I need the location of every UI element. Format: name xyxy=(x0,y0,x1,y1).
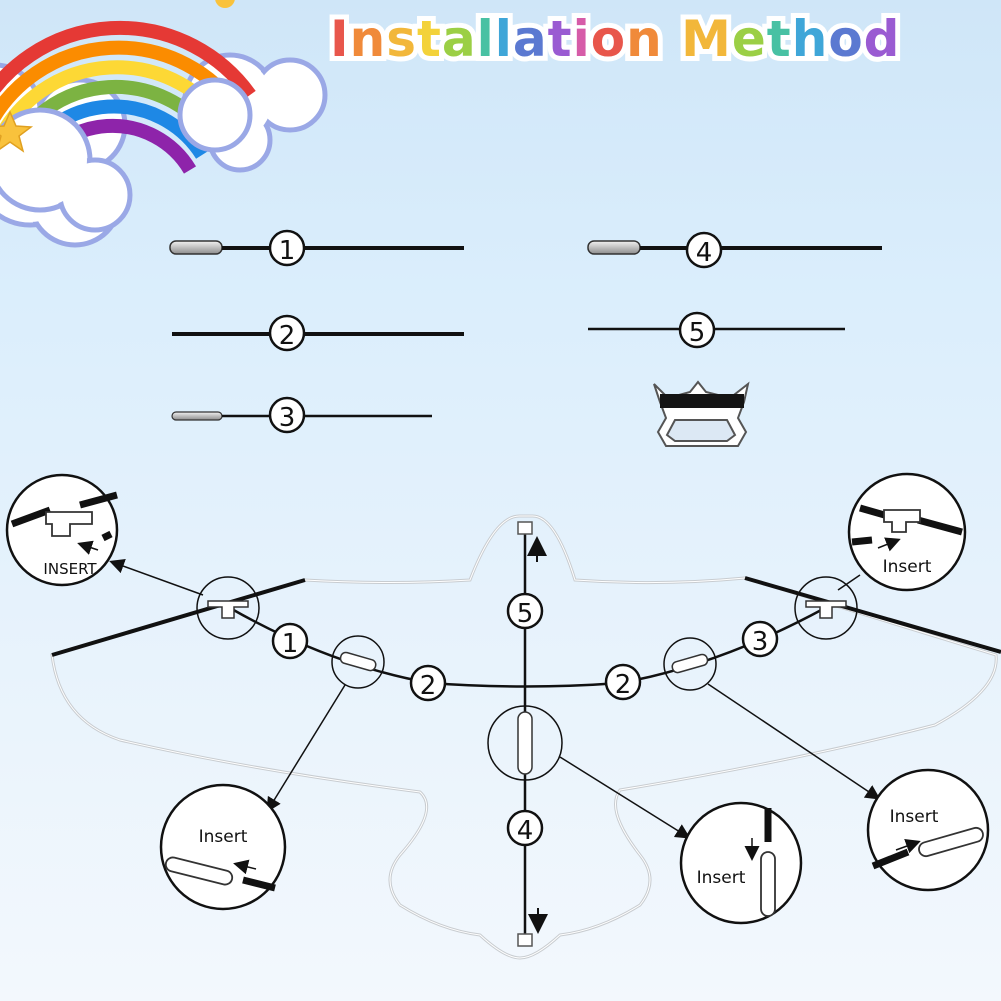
title-letter: l xyxy=(476,10,495,68)
title-letter: d xyxy=(863,10,901,68)
diagram-number-2-left: 2 xyxy=(409,664,447,702)
title-letter xyxy=(663,10,681,68)
callout-bottom-center: Insert xyxy=(679,801,803,925)
title-letter: n xyxy=(349,10,387,68)
pointer-arrow-bottom-center xyxy=(559,756,691,839)
pointer-arrow-bottom-right xyxy=(707,683,881,800)
page-title-text: Installation Method xyxy=(330,10,900,68)
page-title-outline: Installation Method xyxy=(325,5,904,73)
svg-text:4: 4 xyxy=(517,816,534,846)
title-letter: e xyxy=(731,10,767,68)
rod-1: 1 xyxy=(169,229,464,267)
diagram-number-4: 4 xyxy=(506,809,544,847)
title-letter: a xyxy=(512,10,548,68)
connector-mid-left xyxy=(331,635,385,689)
callout-bottom-right: Insert xyxy=(866,768,990,892)
connector-center xyxy=(487,705,563,781)
title-letter: n xyxy=(626,10,663,68)
callout-label-top-right: Insert xyxy=(883,557,932,577)
connector-mid-right xyxy=(663,637,717,691)
title-letter: M xyxy=(681,10,732,68)
callout-label-bottom-center: Insert xyxy=(697,868,746,888)
callout-top-right: Insert xyxy=(847,472,967,592)
title-letter: t xyxy=(547,10,573,68)
title-letter: o xyxy=(590,10,627,68)
leading-edge-right xyxy=(744,576,1001,654)
kite-outline-inner xyxy=(51,515,997,959)
sun-icon xyxy=(215,0,235,8)
star-icon xyxy=(0,110,34,153)
leading-edge-left xyxy=(51,578,306,657)
title-letter: t xyxy=(766,10,792,68)
rod-4: 4 xyxy=(587,231,882,269)
callout-label-top-left: INSERT xyxy=(43,560,97,578)
rod-number-2: 2 xyxy=(279,321,296,351)
title-letter: s xyxy=(386,10,417,68)
svg-text:2: 2 xyxy=(615,670,632,700)
diagram-number-2-right: 2 xyxy=(604,663,642,701)
title-letter: o xyxy=(828,10,864,68)
rod-3: 3 xyxy=(171,396,432,434)
rod-number-4: 4 xyxy=(696,238,713,268)
diagram-number-1: 1 xyxy=(271,622,309,660)
rod-number-3: 3 xyxy=(279,403,296,433)
line-handle-icon xyxy=(653,380,750,447)
svg-text:2: 2 xyxy=(420,671,437,701)
callout-bottom-left: Insert xyxy=(159,783,287,911)
svg-text:5: 5 xyxy=(517,599,534,629)
svg-text:3: 3 xyxy=(752,627,769,657)
callout-label-bottom-left: Insert xyxy=(199,827,248,847)
title-letter: l xyxy=(494,10,513,68)
page-title: Installation Method Installation Method xyxy=(325,5,990,85)
rod-number-1: 1 xyxy=(279,236,296,266)
pointer-arrow-top-left xyxy=(109,559,204,596)
callout-label-bottom-right: Insert xyxy=(890,807,939,827)
title-letter: a xyxy=(441,10,477,68)
callout-top-left: INSERT xyxy=(5,473,119,587)
pointer-arrow-bottom-left xyxy=(266,684,346,813)
diagram-number-3: 3 xyxy=(741,620,779,658)
title-letter: t xyxy=(416,10,442,68)
title-letter: I xyxy=(330,10,350,68)
connector-top-right xyxy=(794,576,858,640)
rod-2: 2 xyxy=(172,314,464,352)
cloud-front-fill xyxy=(0,83,247,227)
svg-text:1: 1 xyxy=(282,629,299,659)
rod-number-5: 5 xyxy=(689,318,706,348)
rod-5: 5 xyxy=(588,311,845,349)
title-letter: i xyxy=(572,10,591,68)
pointer-arrow-top-right xyxy=(837,574,861,591)
connector-top-left xyxy=(196,576,260,640)
cross-spar xyxy=(229,606,826,688)
title-letter: h xyxy=(791,10,829,68)
diagram-number-5: 5 xyxy=(506,592,544,630)
